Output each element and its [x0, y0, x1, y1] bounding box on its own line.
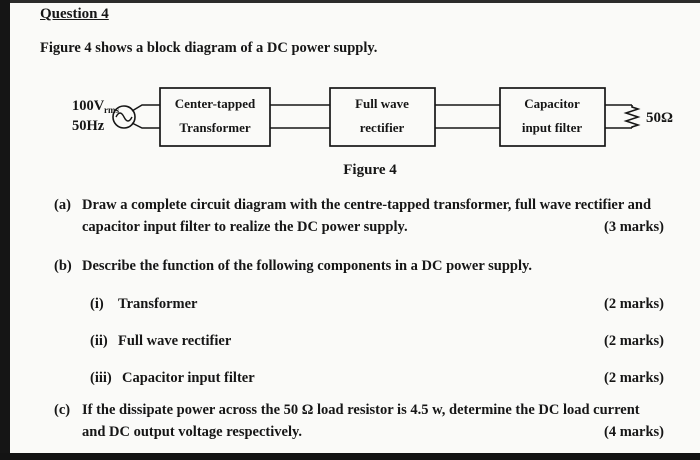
- wires-3: [605, 104, 632, 129]
- scan-edge-top: [0, 0, 700, 3]
- question-b-i-marks: (2 marks): [603, 296, 664, 312]
- wires-2: [435, 104, 500, 129]
- block-transformer-line1: Center-tapped: [175, 96, 256, 111]
- scan-edge-left: [0, 0, 10, 460]
- question-a-label: (a): [54, 197, 71, 213]
- question-b-i-text: Transformer: [118, 296, 198, 312]
- block-diagram: 100V rms 50Hz Center-tapped Transformer …: [72, 87, 673, 147]
- intro-text: Figure 4 shows a block diagram of a DC p…: [40, 40, 378, 56]
- question-b-ii-label: (ii): [90, 333, 108, 349]
- question-b-i-label: (i): [90, 296, 104, 312]
- figure-caption: Figure 4: [343, 162, 397, 178]
- question-b-iii-text: Capacitor input filter: [122, 370, 255, 386]
- block-rectifier-line2: rectifier: [360, 120, 405, 135]
- question-b-iii-label: (iii): [90, 370, 112, 386]
- block-filter-line1: Capacitor: [524, 96, 580, 111]
- question-c-marks: (4 marks): [603, 424, 664, 440]
- block-transformer: Center-tapped Transformer: [159, 87, 271, 147]
- question-b-iii-marks: (2 marks): [603, 370, 664, 386]
- block-rectifier-line1: Full wave: [355, 96, 409, 111]
- wires-1: [270, 104, 330, 129]
- question-a-line2: capacitor input filter to realize the DC…: [82, 219, 408, 235]
- load-resistor-label: 50Ω: [646, 110, 673, 126]
- question-title: Question 4: [40, 6, 109, 22]
- question-c-line1: If the dissipate power across the 50 Ω l…: [82, 402, 640, 418]
- question-a-marks: (3 marks): [603, 219, 664, 235]
- question-c-label: (c): [54, 402, 71, 418]
- block-filter-line2: input filter: [522, 120, 583, 135]
- question-c-line2: and DC output voltage respectively.: [82, 424, 303, 440]
- block-filter: Capacitor input filter: [499, 87, 606, 147]
- block-rectifier: Full wave rectifier: [329, 87, 436, 147]
- source-voltage-label: 100V: [72, 98, 105, 114]
- source-voltage-sub-label: rms: [104, 105, 119, 115]
- question-b-text: Describe the function of the following c…: [82, 258, 533, 274]
- scan-edge-bottom: [0, 453, 700, 460]
- question-b-ii-text: Full wave rectifier: [118, 333, 232, 349]
- block-transformer-line2: Transformer: [179, 120, 250, 135]
- question-a-line1: Draw a complete circuit diagram with the…: [82, 197, 652, 213]
- question-b-ii-marks: (2 marks): [603, 333, 664, 349]
- question-b-label: (b): [54, 258, 72, 274]
- source-frequency-label: 50Hz: [72, 118, 105, 134]
- ac-source-icon: [112, 104, 160, 129]
- load-resistor-icon: [623, 105, 641, 128]
